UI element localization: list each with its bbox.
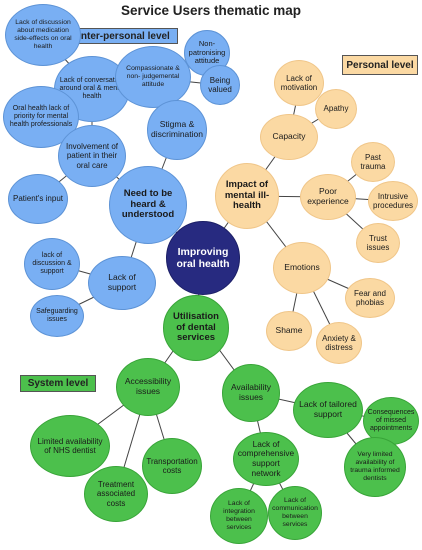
interpersonal-level-label: Inter-personal level [70,28,178,44]
node-accessibility-issues: Accessibility issues [116,358,180,416]
node-fear-and-phobias: Fear and phobias [345,278,395,318]
node-impact-of-mental-ill-health: Impact of mental ill-health [215,163,279,229]
node-lack-discussion-support: lack of discussion & support [24,238,80,290]
node-transportation-costs: Transportation costs [142,438,202,494]
node-lack-of-integration: Lack of integration between services [210,488,268,544]
personal-level-label: Personal level [342,55,418,75]
node-apathy: Apathy [315,89,357,129]
node-lack-comprehensive-support: Lack of comprehensive support network [233,432,299,486]
node-need-to-be-heard: Need to be heard & understood [109,166,187,244]
node-emotions: Emotions [273,242,331,294]
node-shame: Shame [266,311,312,351]
system-level-label: System level [20,375,96,392]
node-poor-experience: Poor experience [300,174,356,220]
node-compassionate-attitude: Compassionate & non- judgemental attitud… [115,46,191,108]
node-past-trauma: Past trauma [351,142,395,182]
node-lack-of-tailored-support: Lack of tailored support [293,382,363,438]
node-treatment-associated-costs: Treatment associated costs [84,466,148,522]
node-trust-issues: Trust issues [356,223,400,263]
node-safeguarding-issues: Safeguarding issues [30,295,84,337]
node-patients-input: Patient's input [8,174,68,224]
node-involvement-of-patient: Involvement of patient in their oral car… [58,125,126,187]
node-lack-of-support: Lack of support [88,256,156,310]
node-stigma-discrimination: Stigma & discrimination [147,100,207,160]
node-improving-oral-health: Improving oral health [166,221,240,295]
node-lack-of-motivation: Lack of motivation [274,60,324,106]
node-capacity: Capacity [260,114,318,160]
node-availability-issues: Availability issues [222,364,280,422]
node-anxiety-distress: Anxiety & distress [316,322,362,364]
node-lack-discussion-medication: Lack of discussion about medication side… [5,4,81,66]
node-very-limited-trauma-dentists: Very limited availability of trauma info… [344,437,406,497]
node-lack-of-communication: Lack of communication between services [268,486,322,540]
map-title: Service Users thematic map [120,3,302,18]
node-intrusive-procedures: Intrusive procedures [368,181,418,221]
node-limited-availability-nhs: Limited availability of NHS dentist [30,415,110,477]
node-being-valued: Being valued [200,65,240,105]
node-utilisation-of-dental-services: Utilisation of dental services [163,295,229,361]
